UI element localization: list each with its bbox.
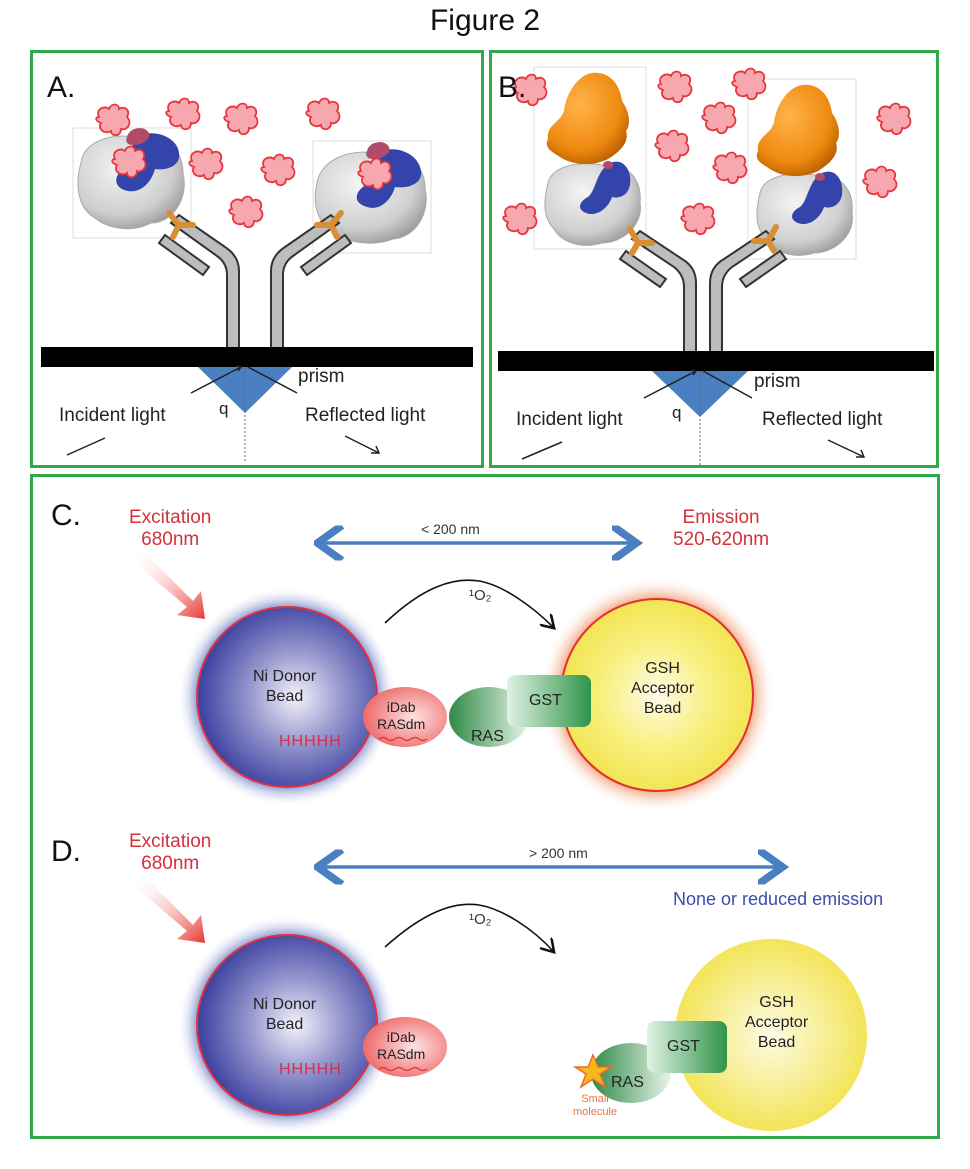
idab-label-d: iDab RASdm [377,1029,426,1062]
prism-label: prism [754,371,801,392]
antigen-icon [223,102,259,136]
gst-shape-d [647,1021,727,1073]
excitation-label-d: Excitation 680nm [129,831,212,874]
emission-label-d: None or reduced emission [673,889,884,909]
excitation-label-c: Excitation 680nm [129,507,212,550]
sensor-surface [41,347,473,367]
antigen-icon [654,129,690,163]
donor-bead-label-c: Ni Donor Bead [253,668,317,705]
excitation-arrow-c [133,551,205,619]
protein-blue-right [792,171,843,225]
antigen-icon [305,97,341,131]
acceptor-bead-label-d: GSH Acceptor Bead [745,994,809,1051]
prism-shape [198,367,292,413]
emission-label-c: Emission 520-620nm [673,507,770,550]
reflected-arrow [827,439,865,458]
singlet-oxygen-label-c: ¹O₂ [469,587,492,604]
protein-orange-left [546,72,629,165]
angle-label: q [672,403,682,422]
panel-d-label: D. [51,835,81,868]
panel-cd-graphic [133,477,867,1135]
linker-right [314,210,344,240]
incident-arrow [521,441,563,460]
antigen-icon [228,195,264,229]
his-tag-c: HHHHH [279,733,342,750]
prism-shape [652,371,748,417]
singlet-oxygen-label-d: ¹O₂ [469,911,492,928]
incident-arrow [66,437,106,456]
panel-a: A. prism q Incident light Reflected ligh… [30,50,484,468]
protein-orange-right [756,84,839,177]
panel-b-label: B. [498,71,527,104]
gst-label-d: GST [667,1038,700,1055]
protein-maroon-left [126,128,150,145]
antigen-icon [876,102,912,136]
incident-light-label: Incident light [59,405,166,426]
panel-b-graphic [498,66,934,465]
idab-label-c: iDab RASdm [377,699,426,732]
small-molecule-label: Small molecule [573,1093,618,1118]
antigen-icon [657,70,693,104]
small-molecule-star-icon [572,1053,614,1089]
his-tag-d: HHHHH [279,1061,342,1078]
angle-label: q [219,399,229,418]
antigen-icon [188,147,224,181]
figure-title: Figure 2 [429,4,541,37]
antigen-icon [165,97,201,131]
incident-light-label: Incident light [516,409,623,430]
singlet-oxygen-arrow-d [384,903,553,951]
antigen-icon [502,202,538,236]
linker-left [166,210,196,240]
panel-a-label: A. [47,71,76,104]
panel-a-graphic [41,97,473,463]
antibody-icon [157,213,353,350]
acceptor-bead-label-c: GSH Acceptor Bead [631,660,695,717]
idab-shape-d [363,1017,447,1077]
reflected-light-label: Reflected light [305,405,426,426]
reflected-ray [702,370,753,399]
gst-label-c: GST [529,692,562,709]
incident-ray [643,370,697,399]
panel-b: B. prism q Incident light Reflected ligh… [489,50,939,468]
prism-label: prism [298,366,345,387]
idab-shape-c [363,687,447,747]
reflected-ray [247,366,298,394]
protein-blue-left [580,161,631,215]
linker-left [627,226,655,256]
distance-label-d: > 200 nm [529,845,588,861]
antigen-icon [680,202,716,236]
antigen-icon [862,165,898,199]
ras-label-d: RAS [611,1074,644,1091]
excitation-arrow-d [133,875,205,943]
linker-right [751,224,779,254]
panel-c-label: C. [51,499,81,532]
protein-maroon-right [366,142,390,159]
sensor-surface [498,351,934,371]
antigen-icon [260,153,296,187]
singlet-oxygen-arrow-c [384,579,553,627]
reflected-arrow [344,435,380,454]
acceptor-bead-d [675,939,867,1131]
incident-ray [190,366,242,394]
gst-shape-c [507,675,591,727]
antigen-icon [701,101,737,135]
panel-cd: C. Excitation 680nm < 200 nm Emission 52… [30,474,940,1139]
distance-label-c: < 200 nm [421,521,480,537]
reflected-light-label: Reflected light [762,409,883,430]
donor-bead-label-d: Ni Donor Bead [253,996,317,1033]
ras-label-c: RAS [471,728,504,745]
antigen-icon [712,151,748,185]
